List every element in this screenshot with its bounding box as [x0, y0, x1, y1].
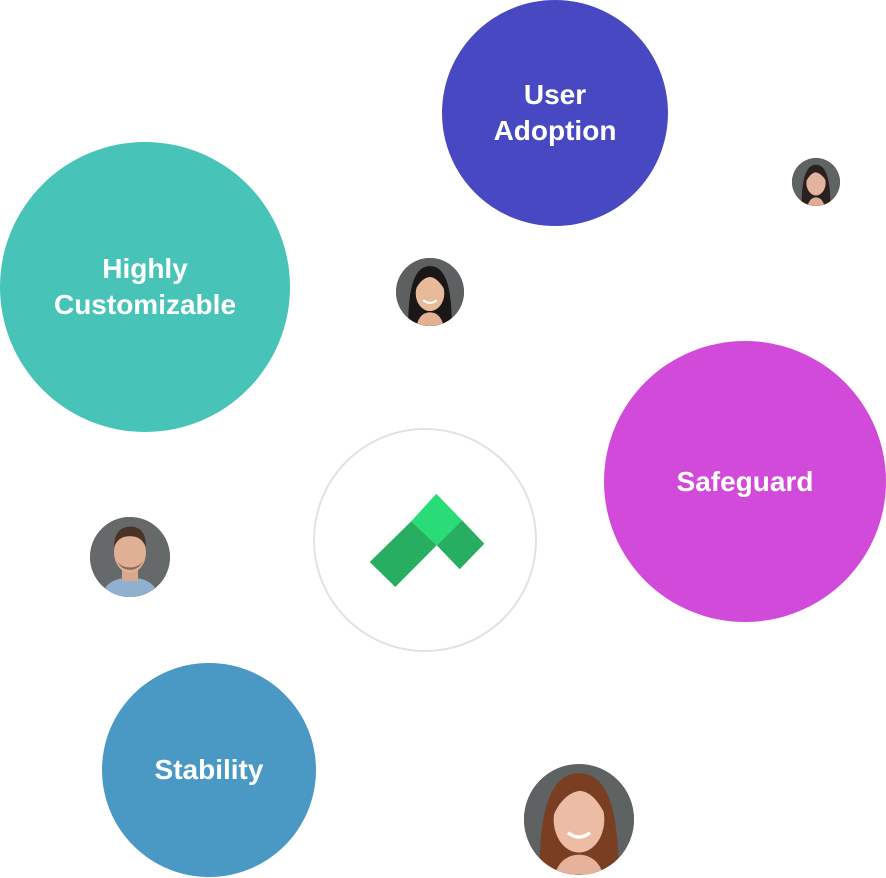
person-photo-icon: [524, 764, 634, 875]
avatar-woman-brown-hair-small: [792, 158, 840, 206]
bubble-label: Stability: [154, 754, 264, 785]
bubble-highly-customizable: Highly Customizable: [0, 142, 290, 432]
avatar-woman-auburn-hair: [524, 764, 634, 875]
bubble-label: Highly Customizable: [53, 253, 237, 320]
person-photo-icon: [90, 517, 170, 597]
central-hub: [313, 428, 537, 652]
green-arrow-logo-icon: [369, 493, 485, 587]
bubble-stability: Stability: [102, 663, 316, 877]
bubble-user-adoption: User Adoption: [442, 0, 668, 226]
bubble-safeguard: Safeguard: [604, 341, 886, 622]
bubble-label: Safeguard: [676, 465, 814, 497]
person-photo-icon: [396, 258, 464, 326]
avatar-man-blue-shirt: [90, 517, 170, 597]
bubble-label: User Adoption: [493, 79, 617, 146]
person-photo-icon: [792, 158, 840, 206]
avatar-woman-black-hair: [396, 258, 464, 326]
